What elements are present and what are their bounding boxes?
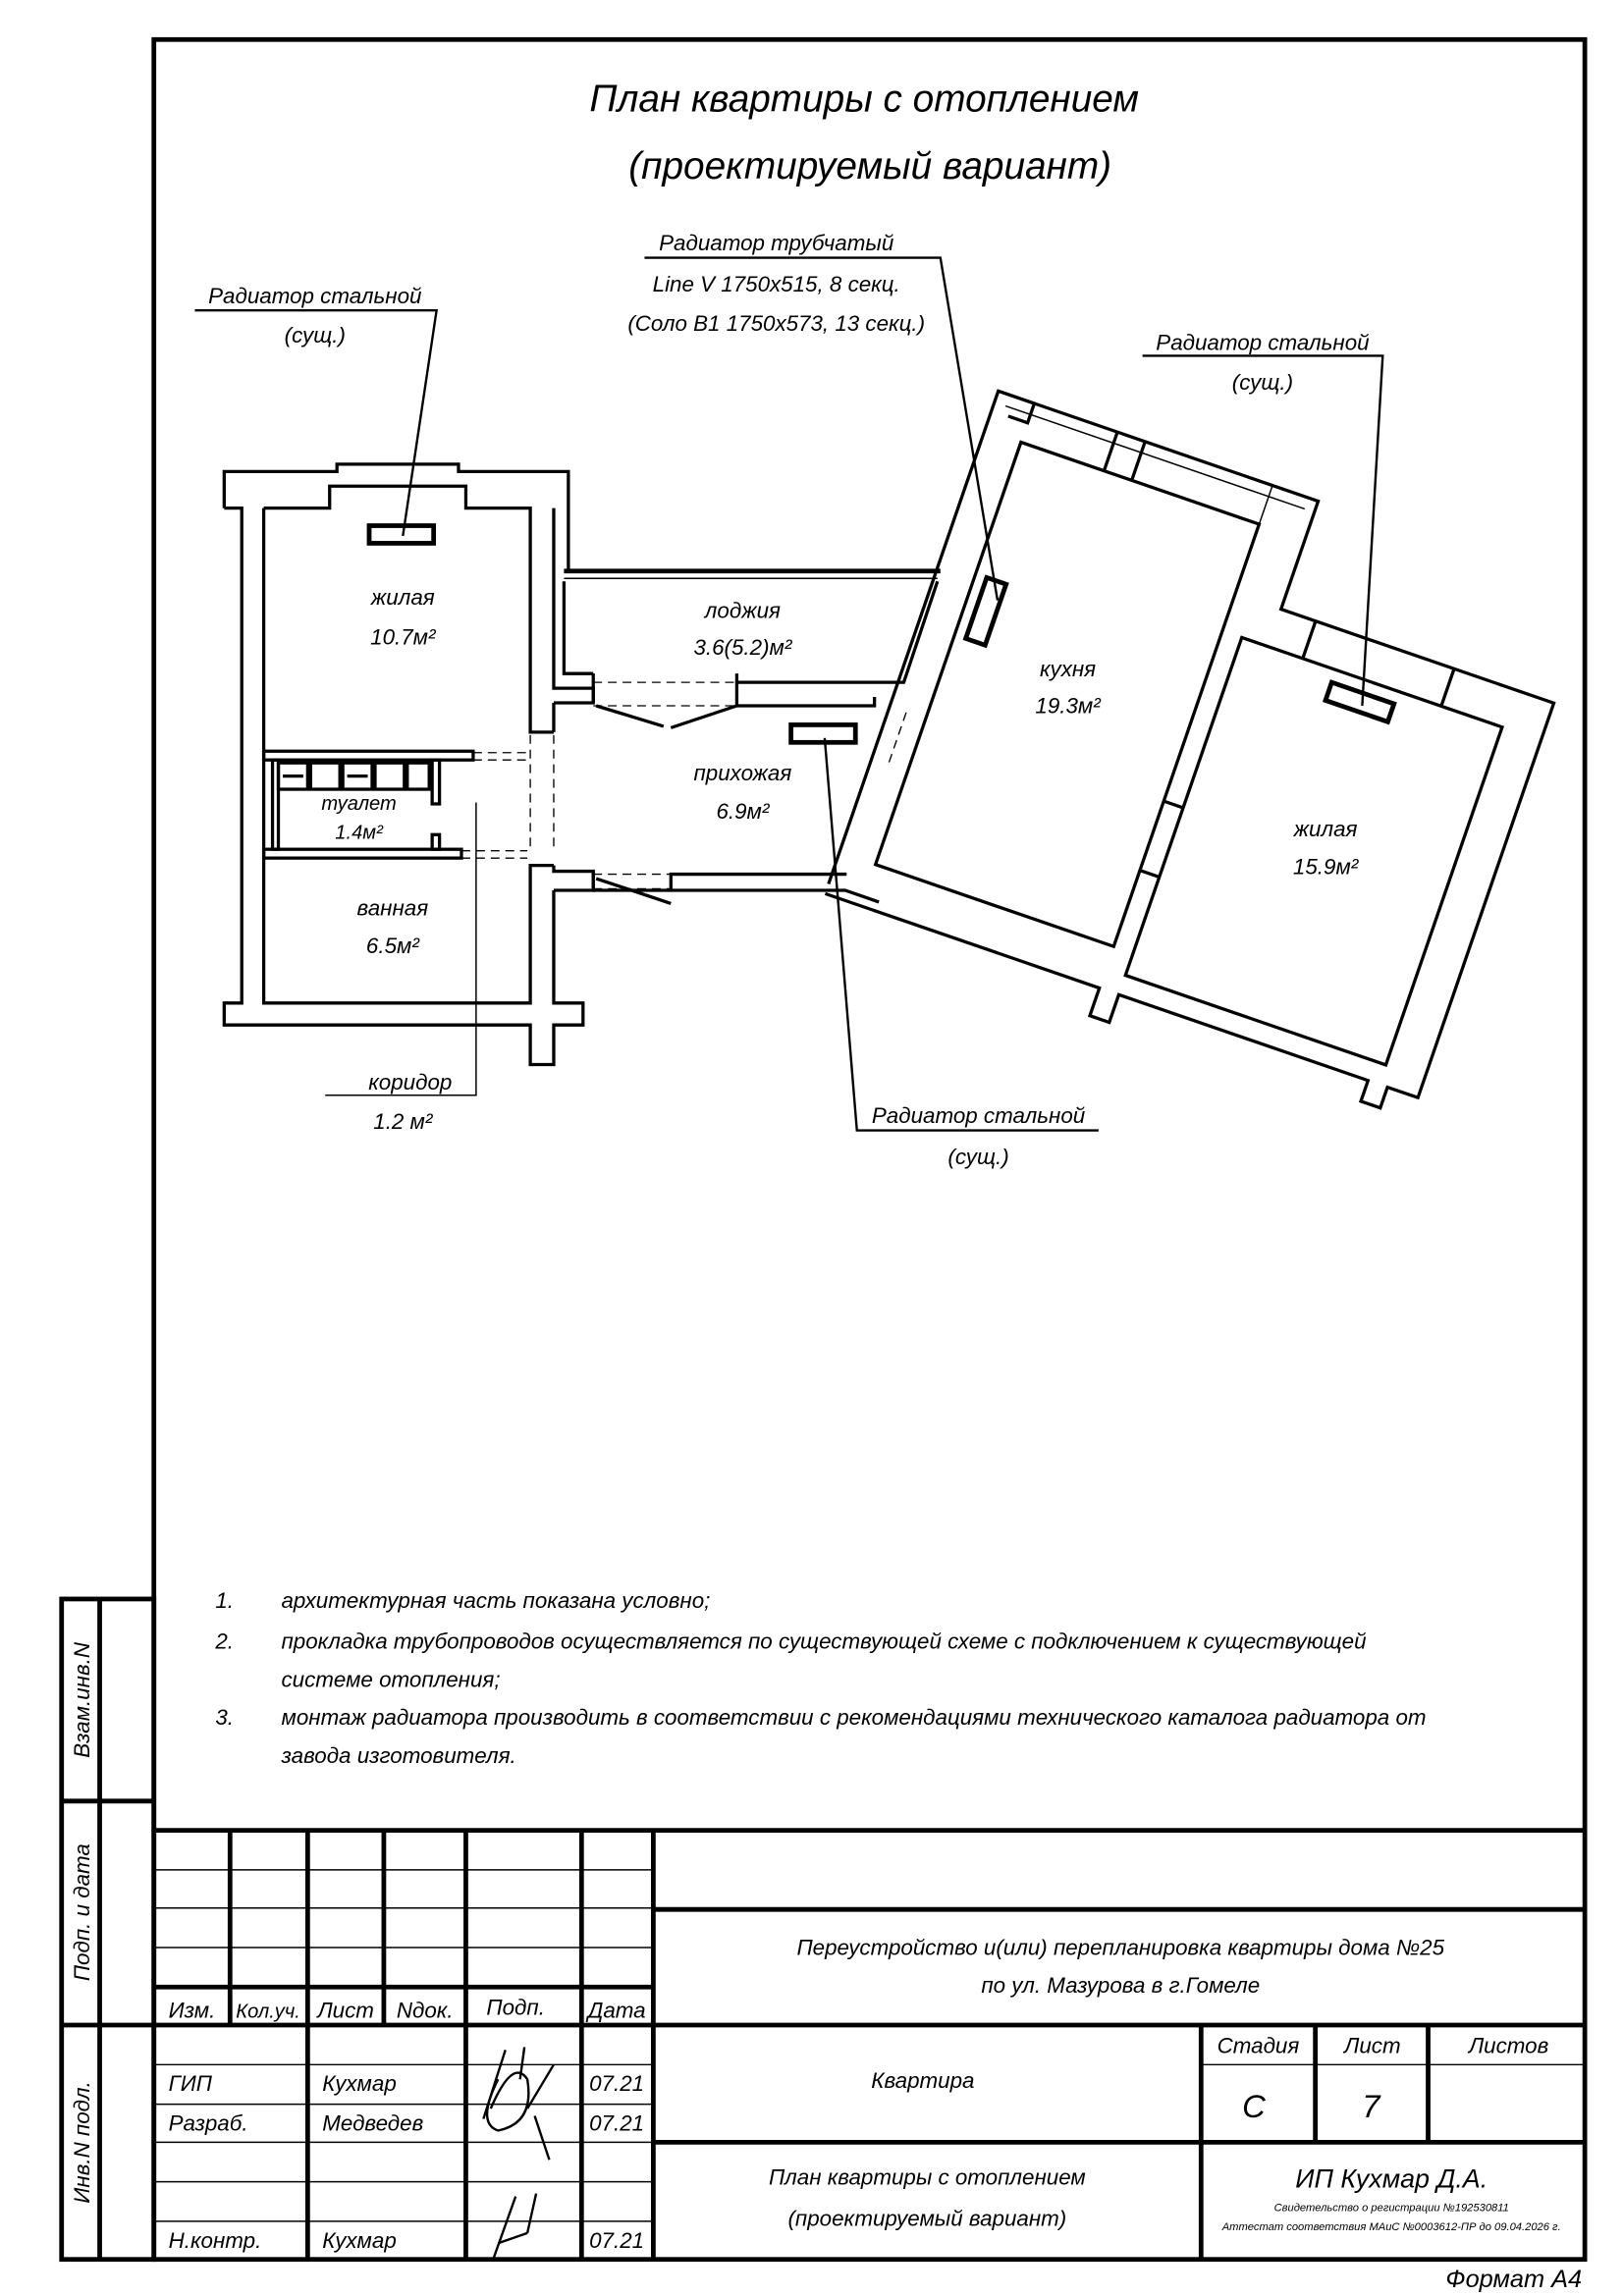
svg-text:монтаж радиатора производить в: монтаж радиатора производить в соответст… bbox=[282, 1705, 1427, 1730]
header-doc: Nдок. bbox=[397, 1999, 454, 2023]
room-name-loggia: лоджия bbox=[703, 599, 781, 623]
name-control: Кухмар bbox=[322, 2228, 397, 2253]
role-gip: ГИП bbox=[169, 2071, 213, 2096]
sheet-title-line2: (проектируемый вариант) bbox=[787, 2206, 1066, 2230]
room-name-kitchen: кухня bbox=[1040, 657, 1096, 681]
svg-text:Радиатор стальной: Радиатор стальной bbox=[872, 1103, 1085, 1128]
signature-gip bbox=[482, 2047, 555, 2161]
company-name: ИП Кухмар Д.А. bbox=[1295, 2164, 1488, 2194]
object-name: Квартира bbox=[871, 2068, 974, 2093]
sheet-frame bbox=[151, 36, 1588, 2263]
radiator-kitchen bbox=[962, 574, 1009, 649]
name-gip: Кухмар bbox=[322, 2071, 397, 2096]
project-name-line2: по ул. Мазурова в г.Гомеле bbox=[981, 1973, 1260, 1998]
callout-radiator-hall: Радиатор стальной (сущ.) bbox=[823, 737, 1099, 1169]
page-title: План квартиры с отоплением bbox=[589, 78, 1139, 120]
svg-text:3.: 3. bbox=[215, 1705, 234, 1730]
header-sign: Подп. bbox=[486, 1996, 545, 2020]
svg-text:Line V 1750x515, 8 секц.: Line V 1750x515, 8 секц. bbox=[653, 272, 900, 296]
room-area-living1: 10.7м² bbox=[370, 624, 437, 649]
svg-text:коридор: коридор bbox=[368, 1070, 452, 1095]
svg-text:завода изготовителя.: завода изготовителя. bbox=[281, 1743, 516, 1768]
notes: 1. архитектурная часть показана условно;… bbox=[214, 1588, 1426, 1768]
side-stamp: Взам.инв.N Подп. и дата Инв.N подл. bbox=[59, 1596, 157, 2263]
sheet-title-line1: План квартиры с отоплением bbox=[769, 2165, 1086, 2190]
format-label: Формат А4 bbox=[1445, 2266, 1582, 2293]
room-name-bath: ванная bbox=[357, 895, 429, 920]
side-inv-orig: Инв.N подл. bbox=[70, 2081, 94, 2203]
stage-label: Стадия bbox=[1217, 2033, 1300, 2057]
callout-radiator-living2: Радиатор стальной (сущ.) bbox=[1142, 331, 1384, 707]
company-cert2: Аттестат соответствия МАиС №0003612-ПР д… bbox=[1221, 2221, 1561, 2233]
svg-text:архитектурная часть показана у: архитектурная часть показана условно; bbox=[282, 1588, 711, 1613]
svg-text:системе отопления;: системе отопления; bbox=[282, 1667, 501, 1691]
radiator-living1 bbox=[366, 523, 437, 546]
svg-text:1.: 1. bbox=[215, 1588, 234, 1613]
svg-text:Радиатор трубчатый: Радиатор трубчатый bbox=[659, 231, 893, 255]
side-replace-inv: Взам.инв.N bbox=[70, 1641, 94, 1758]
svg-text:(Соло В1 1750х573, 13 секц.): (Соло В1 1750х573, 13 секц.) bbox=[627, 311, 925, 336]
room-area-hall: 6.9м² bbox=[716, 799, 770, 824]
callout-radiator-kitchen: Радиатор трубчатый Line V 1750x515, 8 се… bbox=[627, 231, 1000, 601]
svg-text:Радиатор стальной: Радиатор стальной bbox=[1156, 331, 1369, 355]
svg-text:2.: 2. bbox=[214, 1629, 234, 1654]
stage-value: С bbox=[1242, 2088, 1266, 2124]
walls-center bbox=[553, 568, 941, 905]
toilet-fixtures bbox=[276, 761, 431, 791]
radiator-living2 bbox=[1322, 679, 1397, 725]
header-count: Кол.уч. bbox=[236, 2002, 300, 2023]
date-control: 07.21 bbox=[589, 2228, 644, 2253]
sheet-label: Лист bbox=[1342, 2033, 1401, 2057]
title-block: Изм. Кол.уч. Лист Nдок. Подп. Дата ГИП К… bbox=[153, 1828, 1586, 2260]
room-area-living2: 15.9м² bbox=[1293, 855, 1360, 880]
svg-text:прокладка трубопроводов осущес: прокладка трубопроводов осуществляется п… bbox=[282, 1629, 1367, 1654]
page-subtitle: (проектируемый вариант) bbox=[628, 145, 1111, 187]
project-name-line1: Переустройство и(или) перепланировка ква… bbox=[796, 1935, 1444, 1959]
room-name-living1: жилая bbox=[370, 585, 435, 610]
role-developer: Разраб. bbox=[169, 2110, 248, 2135]
svg-text:Радиатор стальной: Радиатор стальной bbox=[208, 284, 421, 308]
signature-control bbox=[492, 2193, 538, 2259]
radiator-hall bbox=[788, 722, 858, 745]
company-cert1: Свидетельство о регистрации №192530811 bbox=[1274, 2202, 1509, 2214]
header-change: Изм. bbox=[169, 1999, 216, 2023]
date-gip: 07.21 bbox=[589, 2071, 644, 2096]
room-name-hall: прихожая bbox=[693, 761, 791, 785]
room-name-living2: жилая bbox=[1293, 817, 1358, 841]
name-developer: Медведев bbox=[322, 2110, 423, 2135]
walls-rotated-block bbox=[824, 389, 1556, 1110]
callout-corridor: коридор 1.2 м² bbox=[325, 802, 477, 1134]
role-control: Н.контр. bbox=[169, 2228, 262, 2253]
date-developer: 07.21 bbox=[589, 2110, 644, 2135]
header-date: Дата bbox=[585, 1999, 646, 2023]
svg-text:1.2 м²: 1.2 м² bbox=[373, 1109, 434, 1134]
side-sign-date: Подп. и дата bbox=[70, 1843, 94, 1981]
svg-text:(сущ.): (сущ.) bbox=[1232, 370, 1293, 395]
room-area-toilet: 1.4м² bbox=[335, 823, 384, 844]
room-area-bath: 6.5м² bbox=[366, 934, 420, 958]
floor-plan: жилая 10.7м² лоджия 3.6(5.2)м² кухня 19.… bbox=[194, 231, 1556, 1169]
room-area-loggia: 3.6(5.2)м² bbox=[693, 635, 792, 660]
callout-radiator-living1: Радиатор стальной (сущ.) bbox=[194, 284, 439, 537]
header-sheet: Лист bbox=[315, 1999, 374, 2023]
svg-text:(сущ.): (сущ.) bbox=[947, 1145, 1008, 1169]
room-area-kitchen: 19.3м² bbox=[1035, 693, 1102, 718]
walls-left-block bbox=[222, 462, 595, 1067]
sheets-label: Листов bbox=[1467, 2033, 1548, 2057]
sheet-value: 7 bbox=[1362, 2088, 1381, 2124]
room-labels: жилая 10.7м² лоджия 3.6(5.2)м² кухня 19.… bbox=[321, 585, 1359, 958]
room-name-toilet: туалет bbox=[321, 793, 396, 815]
svg-text:(сущ.): (сущ.) bbox=[285, 323, 346, 347]
